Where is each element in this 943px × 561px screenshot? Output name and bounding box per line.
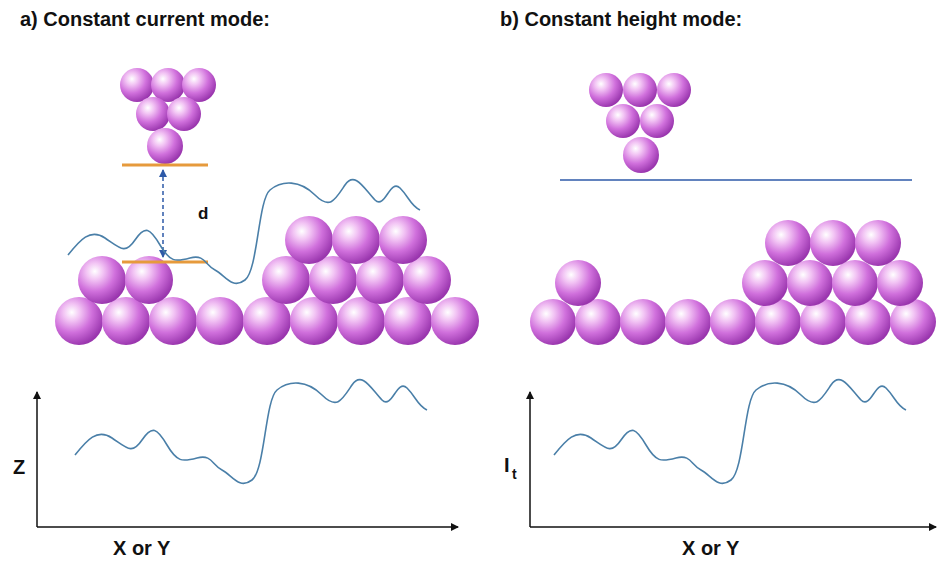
tip-path	[68, 180, 420, 284]
atom-sphere	[136, 97, 170, 131]
atom-sphere	[765, 220, 811, 266]
atom-sphere	[890, 299, 936, 345]
atom-sphere	[431, 297, 479, 345]
atom-sphere	[147, 128, 183, 164]
atom-sphere	[196, 297, 244, 345]
axis-label: X or Y	[113, 538, 170, 558]
current-profile	[554, 380, 906, 484]
distance-arrow	[162, 170, 164, 257]
atom-sphere	[120, 68, 154, 102]
y-axis	[529, 392, 531, 527]
constant-height-line	[560, 179, 912, 181]
axis-subscript: t	[512, 467, 517, 481]
tip-level	[122, 164, 208, 167]
atom-sphere	[337, 297, 385, 345]
atom-sphere	[243, 297, 291, 345]
atom-sphere	[403, 256, 451, 304]
atom-sphere	[800, 299, 846, 345]
atom-sphere	[182, 68, 216, 102]
atom-sphere	[530, 299, 576, 345]
atom-sphere	[623, 137, 659, 173]
atom-sphere	[262, 256, 310, 304]
atom-sphere	[620, 299, 666, 345]
atom-sphere	[102, 297, 150, 345]
atom-sphere	[665, 299, 711, 345]
atom-spheres	[55, 68, 936, 345]
axis-label: X or Y	[682, 538, 739, 558]
atom-sphere	[640, 104, 674, 138]
atom-sphere	[810, 220, 856, 266]
atom-sphere	[332, 216, 380, 264]
atom-sphere	[575, 299, 621, 345]
atom-sphere	[356, 256, 404, 304]
atom-sphere	[657, 73, 691, 107]
atom-sphere	[787, 260, 833, 306]
x-axis	[37, 526, 458, 528]
atom-sphere	[149, 297, 197, 345]
atom-sphere	[290, 297, 338, 345]
atom-sphere	[384, 297, 432, 345]
panel-heading: a) Constant current mode:	[20, 9, 270, 29]
atom-sphere	[379, 216, 427, 264]
atom-sphere	[167, 97, 201, 131]
atom-sphere	[309, 256, 357, 304]
panel-heading: b) Constant height mode:	[500, 9, 742, 29]
distance-label: d	[198, 205, 208, 222]
atom-sphere	[55, 297, 103, 345]
axis-label: Z	[13, 457, 25, 477]
atom-sphere	[855, 220, 901, 266]
atom-sphere	[742, 260, 788, 306]
atom-sphere	[623, 73, 657, 107]
atom-sphere	[285, 216, 333, 264]
axis-label: I	[504, 455, 510, 475]
atom-sphere	[606, 104, 640, 138]
atom-sphere	[845, 299, 891, 345]
atom-sphere	[555, 260, 601, 306]
atom-sphere	[78, 256, 126, 304]
atom-sphere	[832, 260, 878, 306]
surface-level	[122, 261, 208, 264]
atom-sphere	[710, 299, 756, 345]
atom-sphere	[877, 260, 923, 306]
atom-sphere	[755, 299, 801, 345]
atom-sphere	[589, 73, 623, 107]
atom-sphere	[151, 68, 185, 102]
x-axis	[530, 526, 936, 528]
y-axis	[36, 392, 38, 527]
z-profile	[75, 380, 427, 484]
